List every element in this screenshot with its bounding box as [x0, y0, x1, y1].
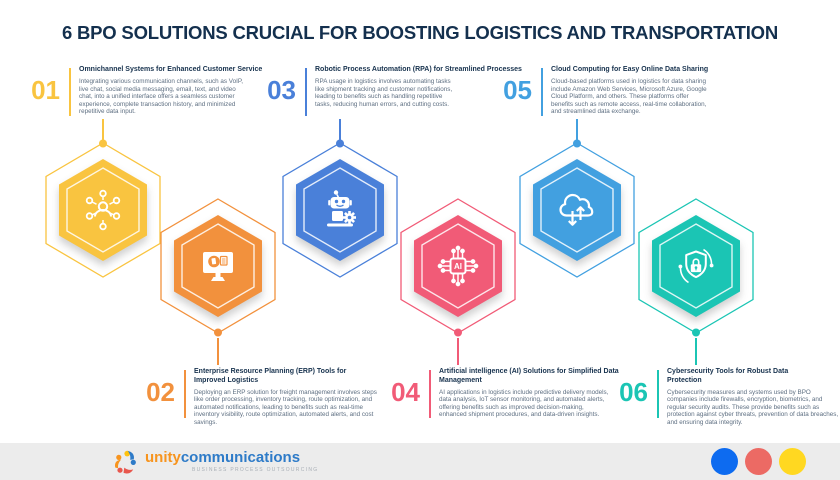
hexagon-02 — [160, 198, 276, 337]
brand-mark-icon — [114, 450, 136, 474]
hexagon-05 — [519, 139, 635, 278]
decorative-dot-yellow — [779, 448, 806, 475]
item-03-divider — [305, 68, 307, 116]
item-03-number: 03 — [267, 75, 296, 105]
item-05-number: 05 — [503, 75, 532, 105]
item-06-block: 06 Cybersecurity Tools for Robust Data P… — [618, 368, 839, 426]
omnichannel-network-icon — [85, 189, 121, 231]
hex-dot-03 — [336, 139, 344, 148]
item-02-body: Deploying an ERP solution for freight ma… — [194, 388, 377, 426]
hexagon-06 — [638, 198, 754, 337]
item-04-block: 04 Artificial intelligence (AI) Solution… — [390, 368, 644, 419]
connector-line-01 — [102, 119, 104, 140]
svg-text:AI: AI — [454, 262, 462, 271]
hexagon-04: AI — [400, 198, 516, 337]
item-05-block: 05 Cloud Computing for Easy Online Data … — [502, 66, 709, 116]
hex-dot-02 — [214, 328, 222, 337]
item-06-heading: Cybersecurity Tools for Robust Data Prot… — [667, 368, 789, 384]
item-05-divider — [541, 68, 543, 116]
item-04-body: AI applications in logistics include pre… — [439, 388, 609, 419]
item-02-number: 02 — [146, 377, 175, 407]
brand-name: unitycommunications — [145, 450, 318, 466]
footer-decorative-dots — [711, 448, 806, 475]
item-06-number: 06 — [619, 377, 648, 407]
brand-name-unity: unity — [145, 449, 181, 466]
brand-tagline: BUSINESS PROCESS OUTSOURCING — [192, 467, 319, 473]
item-01-number: 01 — [31, 75, 60, 105]
hex-dot-01 — [99, 139, 107, 148]
hex-dot-06 — [692, 328, 700, 337]
item-04-number: 04 — [391, 377, 420, 407]
item-01-body: Integrating various communication channe… — [79, 78, 244, 116]
item-06-body: Cybersecurity measures and systems used … — [667, 388, 839, 426]
item-04-divider — [429, 370, 431, 418]
brand-logo: unitycommunications BUSINESS PROCESS OUT… — [112, 449, 318, 475]
footer-bar: unitycommunications BUSINESS PROCESS OUT… — [0, 443, 840, 480]
item-01-divider — [69, 68, 71, 116]
ai-chip-icon: AI — [437, 245, 479, 287]
item-03-block: 03 Robotic Process Automation (RPA) for … — [266, 66, 522, 116]
item-04-heading: Artificial intelligence (AI) Solutions f… — [439, 368, 619, 384]
cybersecurity-shield-icon — [678, 248, 714, 284]
connector-line-02 — [217, 338, 219, 365]
item-02-heading: Enterprise Resource Planning (ERP) Tools… — [194, 368, 347, 384]
connector-line-03 — [339, 119, 341, 140]
item-03-heading: Robotic Process Automation (RPA) for Str… — [315, 66, 522, 73]
brand-name-communications: communications — [180, 449, 301, 466]
item-06-divider — [657, 370, 659, 418]
item-02-divider — [184, 370, 186, 418]
erp-monitor-icon — [203, 252, 233, 281]
decorative-dot-blue — [711, 448, 738, 475]
item-05-heading: Cloud Computing for Easy Online Data Sha… — [551, 66, 709, 73]
item-01-heading: Omnichannel Systems for Enhanced Custome… — [79, 66, 263, 73]
hexagon-01 — [45, 139, 161, 278]
item-01-block: 01 Omnichannel Systems for Enhanced Cust… — [30, 66, 262, 116]
hex-dot-05 — [573, 139, 581, 148]
connector-line-06 — [695, 338, 697, 365]
decorative-dot-coral — [745, 448, 772, 475]
item-05-body: Cloud-based platforms used in logistics … — [551, 78, 707, 116]
hex-dot-04 — [454, 328, 462, 337]
infographic-title: 6 BPO SOLUTIONS CRUCIAL FOR BOOSTING LOG… — [61, 22, 779, 43]
hexagon-03 — [282, 139, 398, 278]
cloud-data-icon — [559, 193, 594, 226]
rpa-robot-icon — [327, 190, 356, 227]
connector-line-04 — [457, 338, 459, 365]
item-02-block: 02 Enterprise Resource Planning (ERP) To… — [145, 368, 379, 426]
item-03-body: RPA usage in logistics involves automati… — [315, 78, 453, 108]
connector-line-05 — [576, 119, 578, 140]
